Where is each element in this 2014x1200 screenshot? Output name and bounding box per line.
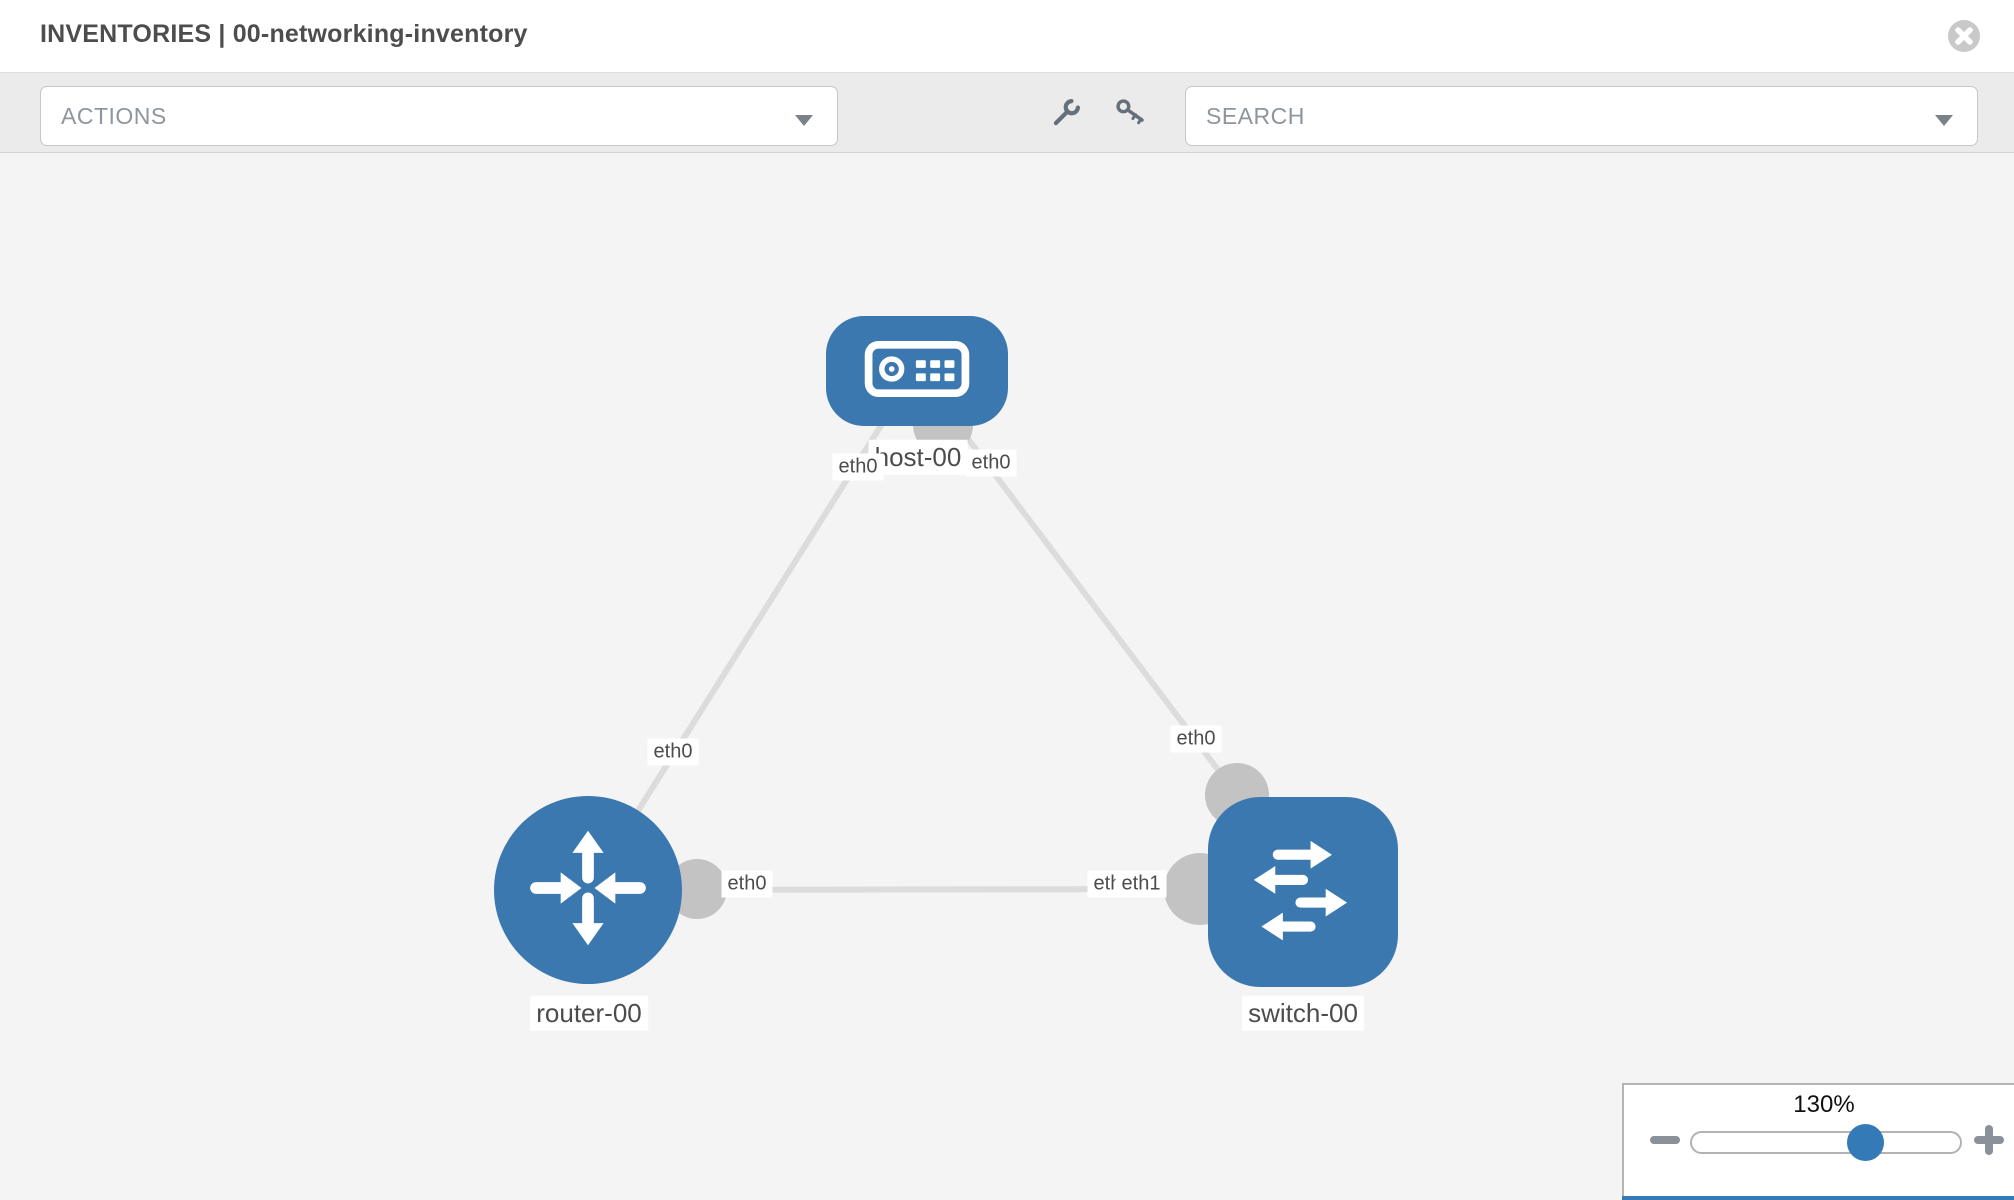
actions-dropdown-label: ACTIONS (61, 102, 167, 129)
wrench-button[interactable] (1046, 95, 1084, 133)
interface-label-switch-eth1: eth1 (1115, 870, 1167, 898)
zoom-in-icon (1972, 1125, 2006, 1161)
node-host-00[interactable] (826, 316, 1008, 426)
zoom-level-value: 130% (1793, 1091, 1855, 1118)
node-label-router-00: router-00 (530, 995, 648, 1031)
interface-label-host-eth0-right: eth0 (965, 449, 1017, 477)
interface-label-router-eth0-lan: eth0 (721, 870, 773, 898)
zoom-slider-track[interactable] (1690, 1131, 1962, 1154)
key-icon (1112, 99, 1150, 137)
server-icon (862, 336, 972, 407)
zoom-in-button[interactable] (1972, 1123, 2012, 1163)
node-router-00[interactable] (494, 796, 682, 984)
node-label-switch-00: switch-00 (1242, 995, 1364, 1031)
topology-canvas[interactable]: host-00 router-00 switch-00 eth0 eth0 et… (0, 153, 2014, 1200)
interface-label-router-eth0-uplink: eth0 (647, 738, 699, 766)
wrench-icon (1046, 99, 1084, 137)
page-title: INVENTORIES | 00-networking-inventory (40, 20, 528, 48)
close-button[interactable] (1946, 18, 1982, 54)
link-host-switch[interactable] (913, 368, 1240, 797)
zoom-slider-thumb[interactable] (1847, 1124, 1884, 1161)
panel-bottom-strip (1622, 1196, 2014, 1200)
switch-arrows-icon (1240, 827, 1366, 958)
zoom-out-icon (1648, 1136, 1682, 1161)
interface-label-host-eth0-left: eth0 (832, 453, 884, 481)
chevron-down-icon (795, 113, 813, 131)
zoom-out-button[interactable] (1648, 1123, 1688, 1163)
interface-label-switch-eth0-uplink: eth0 (1170, 725, 1222, 753)
actions-dropdown[interactable]: ACTIONS (40, 86, 838, 146)
node-switch-00[interactable] (1208, 797, 1398, 987)
search-dropdown[interactable]: SEARCH (1185, 86, 1978, 146)
search-dropdown-label: SEARCH (1206, 102, 1305, 129)
links-layer (585, 368, 1269, 925)
close-icon (1946, 20, 1982, 58)
header: INVENTORIES | 00-networking-inventory (0, 0, 2014, 72)
key-button[interactable] (1112, 95, 1150, 133)
node-label-host-00: host-00 (868, 439, 968, 475)
chevron-down-icon (1935, 113, 1953, 131)
interface-connector (667, 859, 727, 919)
router-arrows-icon (523, 823, 653, 958)
toolbar: ACTIONS SEARCH (0, 72, 2014, 153)
zoom-control-panel: 130% (1622, 1083, 2014, 1200)
